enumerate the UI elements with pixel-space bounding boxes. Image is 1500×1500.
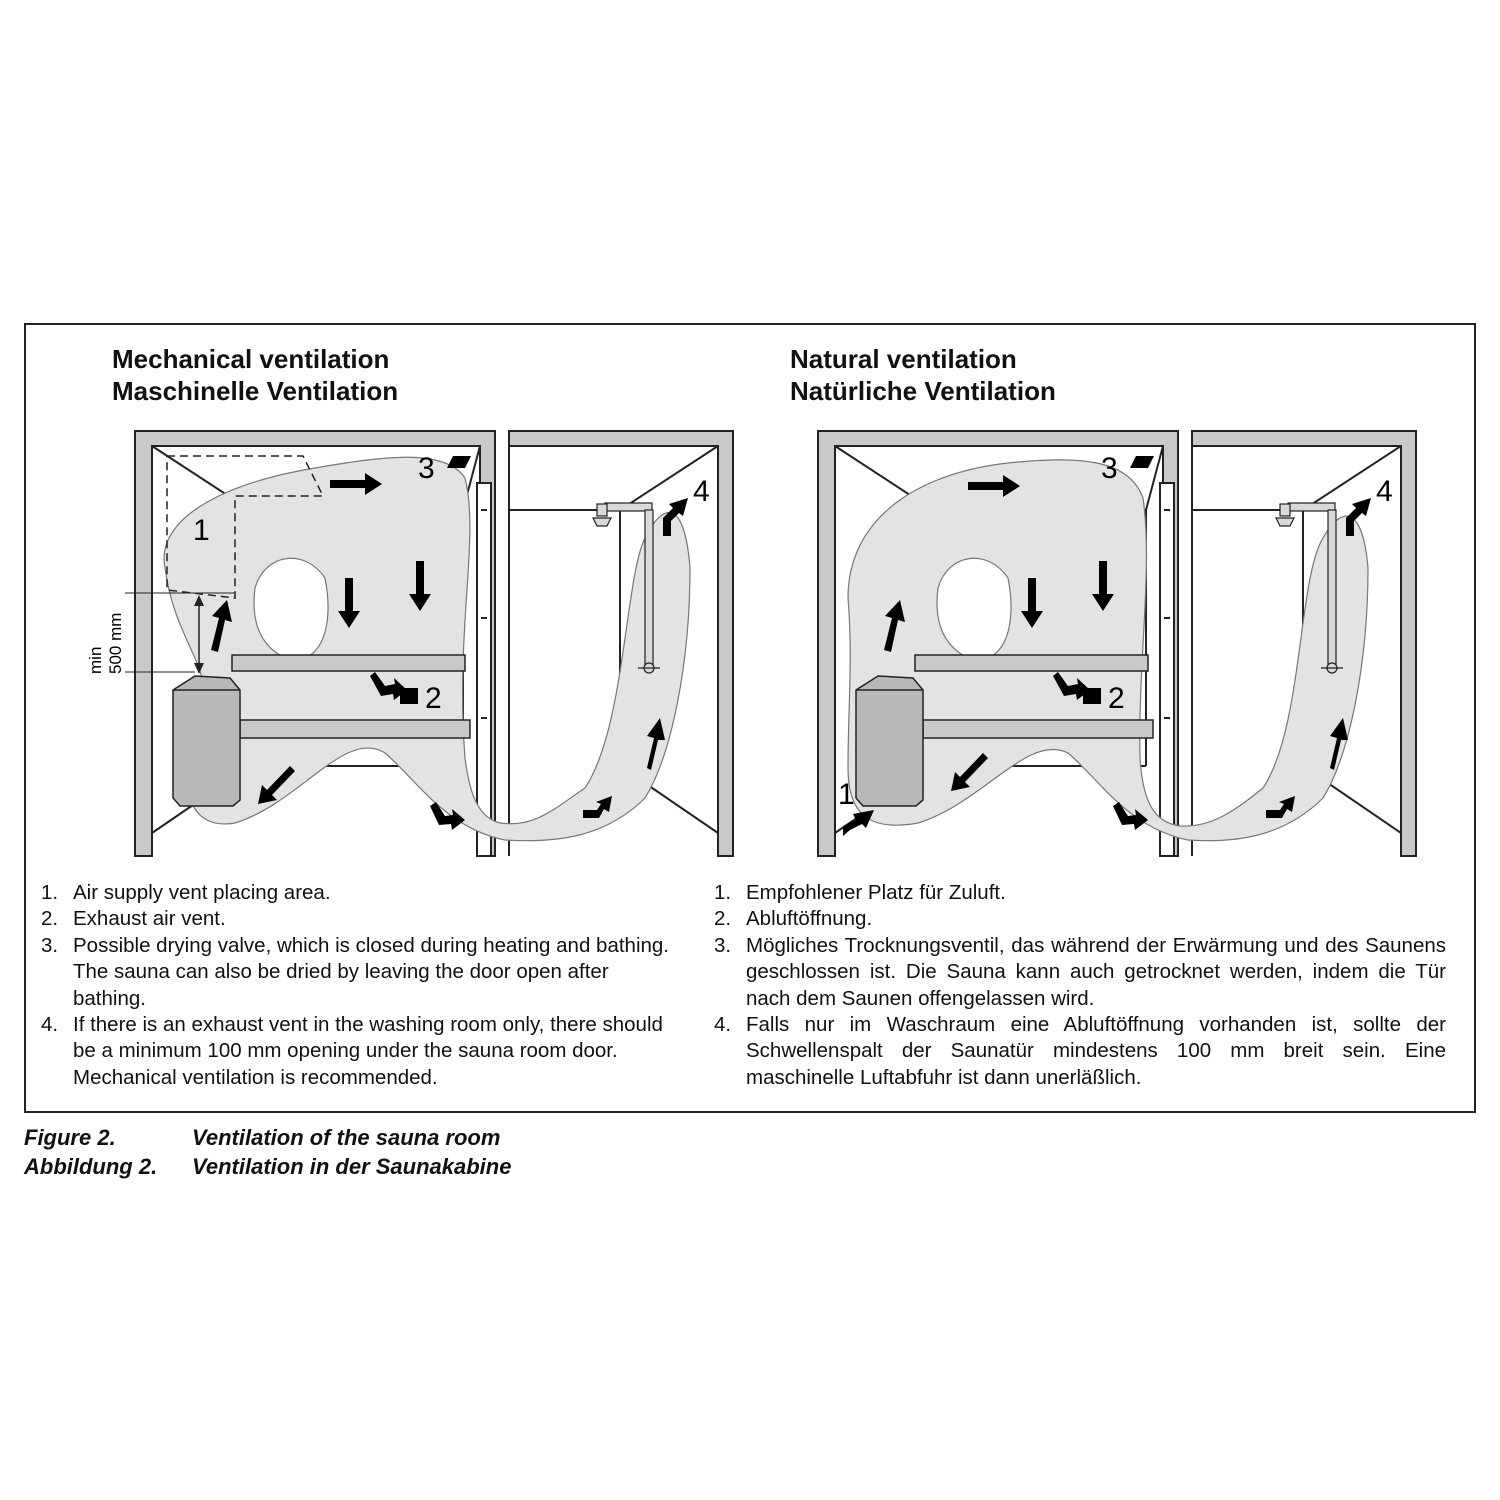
mechanical-title-de: Maschinelle Ventilation: [112, 376, 399, 406]
arrow-supply-inlet: [843, 810, 874, 836]
lower-bench: [922, 719, 1154, 739]
sauna-door: [476, 482, 492, 857]
note-item: 1.Empfohlener Platz für Zuluft.: [714, 881, 1006, 904]
drying-valve-icon: [1130, 456, 1154, 468]
notes-german: 1.Empfohlener Platz für Zuluft. 2.Abluft…: [698, 880, 1446, 1091]
caption-label-en: Figure 2.: [24, 1125, 116, 1150]
exhaust-vent-icon: [400, 688, 418, 704]
caption-text-de: Ventilation in der Saunakabine: [192, 1154, 512, 1179]
marker-2: 2: [425, 682, 442, 715]
lower-bench: [239, 719, 471, 739]
sauna-heater: [172, 675, 241, 807]
note-item: 3.Possible drying valve, which is closed…: [41, 933, 670, 1010]
arrow-up: [1330, 718, 1348, 770]
arrow-up: [211, 600, 232, 652]
natural-ventilation-diagram: 1 2 3 4: [817, 430, 1417, 857]
arrow-right: [330, 473, 382, 495]
arrow-curved-right: [430, 802, 465, 830]
natural-title: Natural ventilation Natürliche Ventilati…: [790, 343, 1056, 407]
natural-title-en: Natural ventilation: [790, 344, 1017, 374]
sauna-heater: [855, 675, 924, 807]
arrow-curved-right: [370, 672, 407, 700]
air-supply-area: [166, 455, 325, 599]
note-item: 2.Abluftöffnung.: [714, 907, 873, 931]
marker-1: 1: [193, 514, 210, 547]
note-item: 3.Mögliches Trocknungsventil, das währen…: [714, 933, 1446, 1010]
note-item: 2.Exhaust air vent.: [41, 907, 226, 931]
mechanical-title: Mechanical ventilation Maschinelle Venti…: [112, 343, 398, 407]
arrow-up: [647, 718, 665, 770]
sauna-door: [1159, 482, 1175, 857]
figure-caption: Figure 2. Ventilation of the sauna room …: [24, 1123, 511, 1181]
arrow-curved-right: [1113, 802, 1148, 830]
caption-label-de: Abbildung 2.: [24, 1154, 158, 1179]
shower-pipe: [644, 509, 654, 669]
arrow-right: [968, 475, 1020, 497]
arrow-curved-right: [1053, 672, 1090, 700]
arrow-down: [1092, 561, 1114, 611]
arrow-curved-up-right: [583, 796, 612, 818]
arrow-down-left: [951, 753, 988, 791]
caption-row-de: Abbildung 2. Ventilation in der Saunakab…: [24, 1152, 511, 1181]
mechanical-ventilation-diagram: min 500 mm 1 2 3 4: [86, 430, 734, 857]
airflow-area: [163, 456, 691, 842]
marker-2: 2: [1108, 682, 1125, 715]
shower-pipe: [1327, 509, 1337, 669]
note-item: 1.Air supply vent placing area.: [41, 881, 331, 904]
marker-1: 1: [838, 778, 855, 811]
airflow-area: [847, 459, 1369, 842]
exhaust-vent-icon: [1083, 688, 1101, 704]
arrow-down-left: [258, 766, 295, 804]
dimension-value-label: 500 mm: [106, 613, 125, 674]
arrow-down: [1021, 578, 1043, 628]
drying-valve-icon: [447, 456, 471, 468]
caption-text-en: Ventilation of the sauna room: [192, 1125, 501, 1150]
arrow-up: [884, 600, 905, 652]
figure-frame: [24, 323, 1476, 1113]
notes-english: 1.Air supply vent placing area. 2.Exhaus…: [25, 880, 678, 1091]
arrow-curved-up-right: [1266, 796, 1295, 818]
arrow-up-right-exhaust: [663, 498, 688, 536]
shower-head: [592, 517, 612, 527]
note-item: 4.Falls nur im Waschraum eine Abluftöffn…: [714, 1013, 1446, 1089]
marker-3: 3: [418, 452, 435, 485]
note-item: 4.If there is an exhaust vent in the was…: [41, 1013, 663, 1089]
marker-3: 3: [1101, 452, 1118, 485]
arrow-down: [409, 561, 431, 611]
dimension-min-label: min: [86, 647, 105, 674]
shower-head: [1275, 517, 1295, 527]
marker-4: 4: [1376, 475, 1393, 508]
caption-row-en: Figure 2. Ventilation of the sauna room: [24, 1123, 511, 1152]
natural-title-de: Natürliche Ventilation: [790, 376, 1056, 406]
arrow-up-right-exhaust: [1346, 498, 1371, 536]
upper-bench: [231, 654, 466, 672]
mechanical-title-en: Mechanical ventilation: [112, 344, 390, 374]
upper-bench: [914, 654, 1149, 672]
marker-4: 4: [693, 475, 710, 508]
arrow-down: [338, 578, 360, 628]
